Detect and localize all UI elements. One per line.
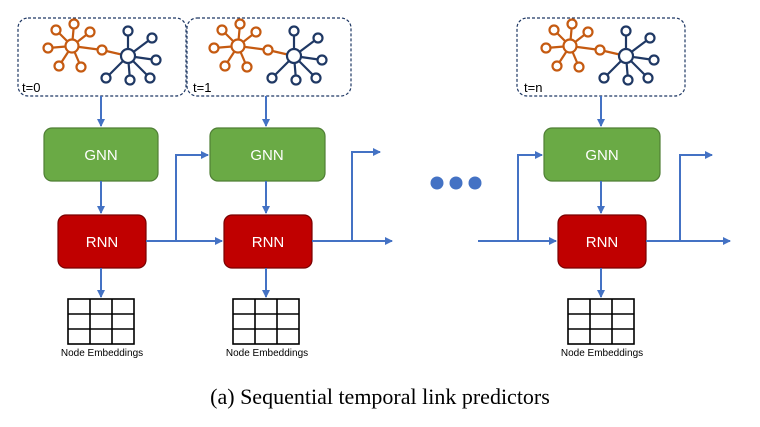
node-embeddings-label: Node Embeddings — [226, 348, 308, 359]
gnn-label: GNN — [250, 147, 283, 164]
node-embeddings-grid — [567, 298, 635, 345]
timestep-column-0: t=0 GNN RNN Node Embeddings — [17, 17, 187, 359]
rnn-label: RNN — [586, 234, 619, 251]
hidden-state-output-n — [646, 151, 731, 245]
gnn-block — [209, 127, 326, 182]
gnn-label: GNN — [84, 147, 117, 164]
node-embeddings-label: Node Embeddings — [561, 348, 643, 359]
node-embeddings-label: Node Embeddings — [61, 348, 143, 359]
hidden-state-output-1 — [312, 148, 393, 245]
ellipsis-dots — [430, 176, 482, 190]
timestep-column-n: t=n GNN RNN Node Embeddings — [516, 17, 686, 359]
timestep-column-1: t=1 GNN RNN Node Embeddings — [186, 17, 352, 359]
time-label: t=n — [524, 80, 542, 95]
rnn-label: RNN — [86, 234, 119, 251]
node-embeddings-grid — [232, 298, 300, 345]
time-label: t=0 — [22, 80, 40, 95]
gnn-label: GNN — [585, 147, 618, 164]
hidden-state-connector-n — [478, 151, 557, 245]
time-label: t=1 — [193, 80, 211, 95]
hidden-state-connector-0-1 — [146, 151, 223, 245]
figure-caption: (a) Sequential temporal link predictors — [210, 384, 550, 409]
rnn-label: RNN — [252, 234, 285, 251]
node-embeddings-grid — [67, 298, 135, 345]
snapshot-box — [17, 17, 187, 97]
